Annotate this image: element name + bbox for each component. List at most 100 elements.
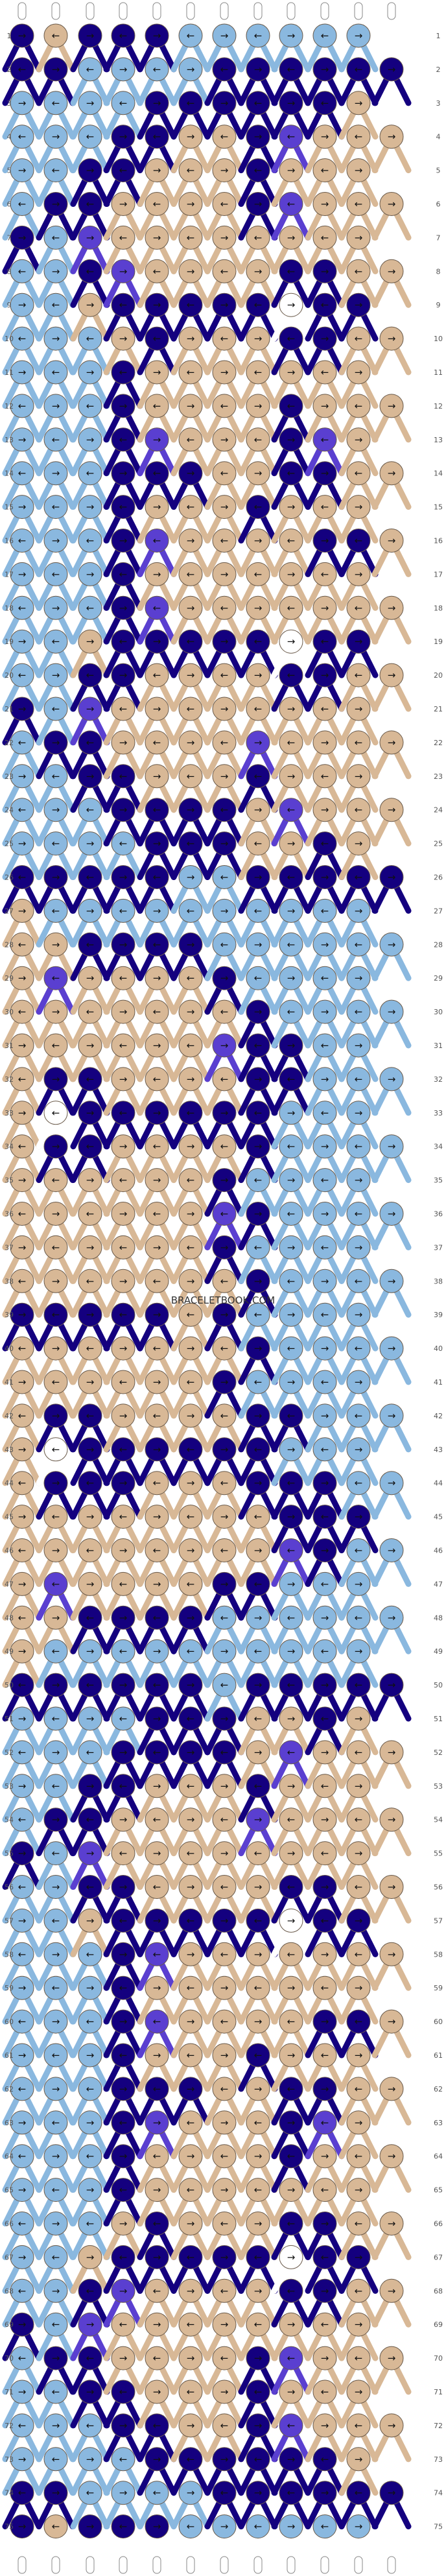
row-number-left: 33 — [5, 1109, 14, 1117]
knot-direction-arrow: ← — [321, 299, 329, 311]
knot-grid: → ← → ← → ← → ← → ← → ← → ← → ← → ← → ← → ← → → ← → ← → ← → ← → ← → ← → ← → ← →… — [10, 23, 404, 2539]
knot-direction-arrow: → — [86, 1914, 95, 1926]
knot-direction-arrow: → — [18, 2521, 27, 2533]
knot — [10, 1538, 34, 1562]
knot — [178, 2278, 203, 2303]
knot-direction-arrow: → — [153, 1713, 161, 1724]
knot-direction-arrow: → — [187, 1477, 195, 1489]
knot — [279, 663, 303, 687]
knot-direction-arrow: ← — [153, 1275, 161, 1287]
knot — [43, 1168, 68, 1193]
knot-direction-arrow: ← — [86, 938, 95, 950]
knot-direction-arrow: ← — [18, 2151, 27, 2162]
knot-direction-arrow: → — [355, 165, 363, 176]
knot-direction-arrow: ← — [52, 1107, 60, 1119]
knot — [111, 1740, 135, 1765]
knot — [246, 1774, 270, 1798]
knot-direction-arrow: ← — [119, 1040, 128, 1051]
knot-direction-arrow: → — [355, 2319, 363, 2330]
row-number-right: 56 — [434, 1883, 443, 1892]
knot-direction-arrow: → — [321, 64, 329, 75]
knot — [312, 192, 337, 216]
knot-direction-arrow: ← — [287, 1612, 296, 1623]
knot — [145, 1740, 169, 1765]
knot-direction-arrow: ← — [153, 1073, 161, 1085]
knot — [10, 1437, 34, 1462]
knot — [178, 2110, 203, 2135]
knot-direction-arrow: → — [52, 1545, 60, 1556]
knot — [78, 2278, 102, 2303]
knot — [346, 1269, 371, 1293]
knot — [111, 2447, 135, 2472]
knot — [312, 158, 337, 183]
knot — [43, 697, 68, 721]
knot — [111, 1975, 135, 2000]
knot — [246, 1706, 270, 1731]
knot — [246, 326, 270, 351]
knot — [145, 2043, 169, 2068]
knot — [111, 831, 135, 856]
knot-direction-arrow: ← — [18, 737, 27, 748]
knot-direction-arrow: → — [220, 636, 229, 647]
knot — [279, 2379, 303, 2404]
knot-direction-arrow: → — [254, 400, 263, 412]
row-number-left: 3 — [7, 99, 12, 108]
row-number-right: 47 — [434, 1580, 443, 1588]
knot — [111, 461, 135, 486]
knot — [346, 225, 371, 250]
knot — [279, 2043, 303, 2068]
knot — [43, 2245, 68, 2269]
knot — [10, 2379, 34, 2404]
knot-direction-arrow: → — [287, 770, 296, 782]
knot-direction-arrow: ← — [52, 165, 60, 176]
knot-direction-arrow: ← — [52, 1376, 60, 1388]
knot-direction-arrow: → — [119, 2420, 128, 2431]
knot-direction-arrow: ← — [18, 1747, 27, 1758]
row-number-left: 1 — [7, 32, 12, 40]
knot-direction-arrow: → — [355, 434, 363, 446]
knot-direction-arrow: → — [18, 1376, 27, 1388]
knot — [178, 2514, 203, 2539]
knot-direction-arrow: → — [187, 2420, 195, 2431]
knot — [279, 1202, 303, 1226]
row-number-left: 32 — [5, 1075, 14, 1084]
knot-direction-arrow: → — [287, 568, 296, 580]
knot-direction-arrow: → — [187, 333, 195, 344]
knot — [145, 697, 169, 721]
knot-direction-arrow: → — [187, 1545, 195, 1556]
knot-direction-arrow: ← — [321, 1511, 329, 1523]
knot — [346, 2278, 371, 2303]
knot-direction-arrow: → — [287, 636, 296, 647]
knot-direction-arrow: → — [287, 1645, 296, 1657]
knot — [111, 2278, 135, 2303]
knot — [78, 2245, 102, 2269]
knot — [43, 2346, 68, 2370]
knot-direction-arrow: ← — [18, 1208, 27, 1220]
knot — [10, 2346, 34, 2370]
knot — [111, 1706, 135, 1731]
knot-direction-arrow: → — [52, 468, 60, 479]
knot-direction-arrow: ← — [187, 2521, 195, 2533]
row-number-right: 43 — [434, 1446, 443, 1454]
knot-direction-arrow: ← — [321, 165, 329, 176]
knot-direction-arrow: ← — [287, 2151, 296, 2162]
knot — [346, 1571, 371, 1596]
knot — [246, 1639, 270, 1664]
knot — [346, 2481, 371, 2505]
row-number-left: 73 — [5, 2455, 14, 2464]
knot — [279, 1908, 303, 1933]
row-number-left: 72 — [5, 2422, 14, 2430]
knot — [145, 427, 169, 452]
row-number-left: 42 — [5, 1412, 14, 1420]
knot-direction-arrow: ← — [220, 333, 229, 344]
knot — [212, 629, 237, 654]
knot-direction-arrow: → — [52, 669, 60, 681]
knot — [312, 91, 337, 115]
knot — [10, 259, 34, 283]
knot-direction-arrow: ← — [18, 1141, 27, 1152]
knot — [346, 1168, 371, 1193]
knot — [145, 2312, 169, 2337]
knot-direction-arrow: → — [86, 1241, 95, 1253]
knot — [145, 865, 169, 889]
knot — [78, 1807, 102, 1832]
